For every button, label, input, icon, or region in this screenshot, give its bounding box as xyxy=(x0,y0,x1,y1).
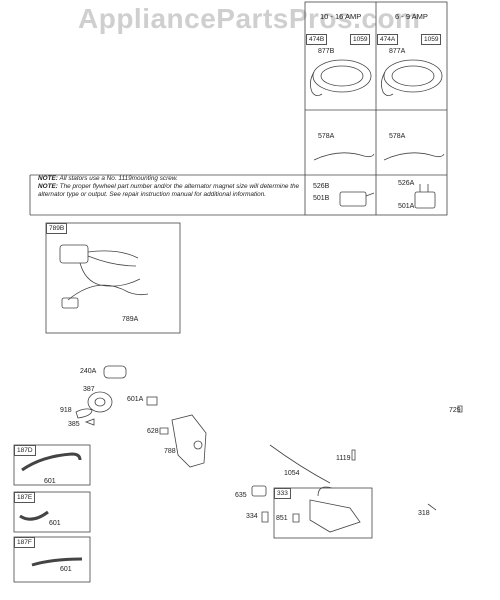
tube-601-e xyxy=(19,510,49,521)
label-501b: 501B xyxy=(313,195,330,202)
part-387 xyxy=(87,391,113,413)
title-6-9-amp: 6 - 9 AMP xyxy=(395,12,428,21)
stator-877a xyxy=(381,59,443,96)
part-318 xyxy=(427,503,437,511)
box-789b: 789B xyxy=(46,223,68,234)
label-789a: 789A xyxy=(122,316,139,323)
label-334: 334 xyxy=(246,513,258,520)
part-628 xyxy=(159,427,169,435)
tube-601-f xyxy=(31,557,83,567)
label-788: 788 xyxy=(164,448,176,455)
box-1059-left: 1059 xyxy=(350,34,371,45)
tube-box-e xyxy=(13,491,91,533)
bracket-788 xyxy=(171,414,207,468)
label-601-f: 601 xyxy=(60,566,72,573)
title-10-16-amp: 10 - 16 AMP xyxy=(320,12,362,21)
box-474a: 474A xyxy=(377,34,399,45)
part-851 xyxy=(292,513,300,523)
box-1059-right: 1059 xyxy=(421,34,442,45)
label-387: 387 xyxy=(83,386,95,393)
box-333: 333 xyxy=(274,488,291,499)
tube-box-d xyxy=(13,444,91,486)
label-240a: 240A xyxy=(80,368,97,375)
harness-box xyxy=(45,222,181,334)
part-729 xyxy=(457,405,463,413)
label-601a: 601A xyxy=(127,396,144,403)
cable-578a-left xyxy=(313,152,375,161)
tie-1054 xyxy=(269,444,331,484)
box-187d: 187D xyxy=(14,445,36,456)
label-601-e: 601 xyxy=(49,520,61,527)
label-851: 851 xyxy=(276,515,288,522)
watermark: AppliancePartsPros.com xyxy=(78,3,421,34)
label-1119: 1119 xyxy=(336,455,351,462)
label-501a: 501A xyxy=(398,203,415,210)
label-918: 918 xyxy=(60,407,72,414)
part-918 xyxy=(75,408,93,419)
label-729: 729 xyxy=(449,407,461,414)
part-601a xyxy=(146,396,158,406)
regulator-501b xyxy=(339,191,375,207)
label-526a: 526A xyxy=(398,180,415,187)
part-385 xyxy=(84,418,95,426)
box-333 xyxy=(273,487,373,539)
label-578a-right: 578A xyxy=(389,133,406,140)
stator-877b xyxy=(310,59,372,96)
module-333 xyxy=(309,486,361,533)
note-2: NOTE: The proper flywheel part number an… xyxy=(38,183,300,198)
harness-connector xyxy=(59,244,149,309)
label-877a: 877A xyxy=(389,48,406,55)
part-334 xyxy=(261,511,269,523)
box-187e: 187E xyxy=(14,492,36,503)
label-1054: 1054 xyxy=(284,470,300,477)
label-526b: 526B xyxy=(313,183,330,190)
box-474b: 474B xyxy=(306,34,328,45)
label-877b: 877B xyxy=(318,48,335,55)
label-601-d: 601 xyxy=(44,478,56,485)
part-635 xyxy=(251,485,267,497)
label-635: 635 xyxy=(235,492,247,499)
screw-1119 xyxy=(351,449,356,461)
tube-601-d xyxy=(21,452,82,472)
label-318: 318 xyxy=(418,510,430,517)
notes: NOTE: All stators use a No. 1119mounting… xyxy=(38,175,303,199)
note-1: NOTE: All stators use a No. 1119mounting… xyxy=(38,175,178,182)
label-628: 628 xyxy=(147,428,159,435)
part-240a xyxy=(103,365,127,379)
tube-box-f xyxy=(13,536,91,583)
label-578a-left: 578A xyxy=(318,133,335,140)
regulator-501a xyxy=(414,184,436,209)
cable-578a-right xyxy=(383,152,445,161)
box-187f: 187F xyxy=(14,537,35,548)
label-385: 385 xyxy=(68,421,80,428)
